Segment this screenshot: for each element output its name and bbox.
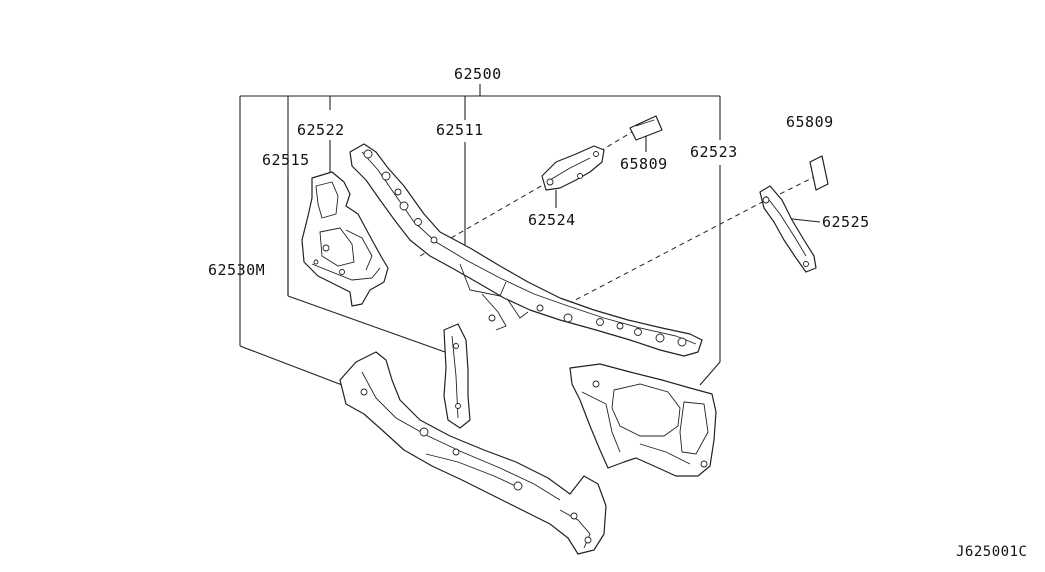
part-62524-bracket xyxy=(541,145,605,191)
label-62524: 62524 xyxy=(528,211,576,229)
part-62522-side-panel xyxy=(301,171,389,307)
part-62530m-lower-bar xyxy=(339,351,607,555)
label-62511: 62511 xyxy=(436,121,484,139)
part-62525-bracket xyxy=(759,185,817,273)
diagram-code: J625001C xyxy=(956,544,1028,560)
label-62515: 62515 xyxy=(262,151,310,169)
part-65809-clip-a xyxy=(629,115,663,141)
label-62530m: 62530M xyxy=(208,261,266,279)
label-62522: 62522 xyxy=(297,121,345,139)
part-62523-side-panel xyxy=(569,363,717,477)
leader-lines xyxy=(239,131,821,389)
label-62523: 62523 xyxy=(690,143,738,161)
label-62500: 62500 xyxy=(454,65,502,83)
part-center-stay xyxy=(443,323,471,429)
part-65809-clip-b xyxy=(809,155,829,191)
part-62511-upper-bar xyxy=(349,143,703,357)
label-65809-b: 65809 xyxy=(786,113,834,131)
label-65809-a: 65809 xyxy=(620,155,668,173)
label-62525: 62525 xyxy=(822,213,870,231)
